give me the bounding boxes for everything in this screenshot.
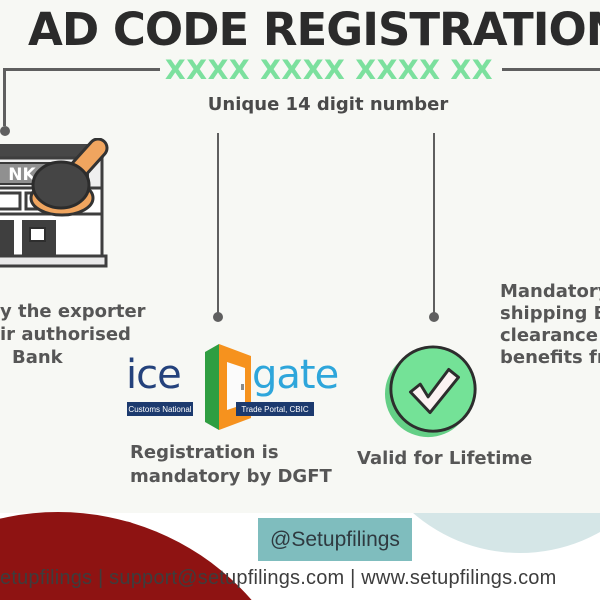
connector-dot-icegate [213, 312, 223, 322]
validity-caption: Valid for Lifetime [357, 448, 533, 469]
icegate-door-icon [205, 344, 251, 430]
bank-caption-line: ir authorised [0, 324, 131, 345]
icegate-banner-right: Trade Portal, CBIC [236, 402, 314, 416]
right-note: Mandatory shipping B clearance benefits … [500, 281, 600, 369]
connector-dot-validity [429, 312, 439, 322]
icegate-caption: Registration is mandatory by DGFT [130, 441, 332, 489]
icegate-caption-line: mandatory by DGFT [130, 466, 332, 487]
brand-badge: @Setupfilings [258, 518, 412, 561]
stamp-icon [29, 138, 109, 217]
connector-line-bank [3, 68, 6, 126]
connector-dot-bank [0, 126, 10, 136]
page-title: AD CODE REGISTRATION [28, 3, 600, 56]
connector-line-validity [433, 133, 435, 313]
icegate-caption-line: Registration is [130, 442, 279, 463]
bank-caption-line: Bank [12, 347, 63, 368]
connector-line-icegate [217, 133, 219, 313]
right-note-line: clearance [500, 325, 598, 346]
bank-sign-label: NK [8, 165, 36, 185]
checkmark-icon [384, 345, 477, 438]
footer-contact-line: etupfilings | support@setupfilings.com |… [0, 567, 557, 589]
bank-caption-line: y the exporter [0, 301, 146, 322]
bank-icon: NK [0, 138, 109, 268]
right-note-line: benefits fr [500, 347, 600, 368]
right-note-line: Mandatory [500, 281, 600, 302]
code-masked-number: XXXX XXXX XXXX XX [164, 55, 494, 86]
code-caption: Unique 14 digit number [207, 94, 449, 115]
bracket-line-left [3, 68, 160, 71]
bracket-line-right [502, 68, 600, 71]
right-note-line: shipping B [500, 303, 600, 324]
bank-caption: y the exporter ir authorised Bank [0, 300, 146, 369]
icegate-logo-gate: gate [252, 352, 339, 398]
icegate-logo-ice: ice [126, 352, 182, 398]
icegate-banner-left: Customs National [127, 402, 193, 416]
